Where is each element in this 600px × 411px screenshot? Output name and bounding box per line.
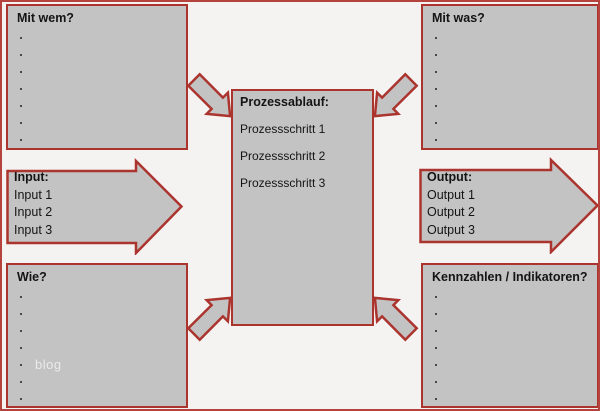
bullet-dot bbox=[435, 364, 437, 366]
bullet-list bbox=[17, 26, 177, 141]
box-kennzahlen: Kennzahlen / Indikatoren? bbox=[421, 263, 598, 408]
process-step: Prozessschritt 2 bbox=[240, 149, 326, 163]
bullet-list bbox=[17, 285, 177, 400]
bullet-dot bbox=[20, 381, 22, 383]
bullet-dot bbox=[435, 381, 437, 383]
blog-watermark: blog bbox=[35, 357, 62, 372]
input-arrow-shape bbox=[6, 158, 184, 255]
box-kennzahlen-title: Kennzahlen / Indikatoren? bbox=[432, 270, 588, 284]
bullet-dot bbox=[20, 37, 22, 39]
input-arrow-text: Input: Input 1 Input 2 Input 3 bbox=[14, 169, 52, 239]
bullet-dot bbox=[20, 71, 22, 73]
output-item: Output 3 bbox=[427, 222, 475, 237]
bullet-dot bbox=[435, 54, 437, 56]
bullet-dot bbox=[20, 105, 22, 107]
input-item: Input 3 bbox=[14, 222, 53, 237]
bullet-dot bbox=[435, 71, 437, 73]
bullet-dot bbox=[20, 122, 22, 124]
output-label: Output: bbox=[427, 170, 473, 184]
output-item: Output 1 bbox=[427, 187, 475, 202]
output-arrow-text: Output: Output 1 Output 2 Output 3 bbox=[427, 169, 475, 239]
bullet-dot bbox=[20, 54, 22, 56]
bullet-dot bbox=[435, 330, 437, 332]
connector-arrow-up-left-icon bbox=[373, 296, 419, 342]
bullet-dot bbox=[20, 139, 22, 141]
box-mit-was: Mit was? bbox=[421, 4, 598, 150]
bullet-dot bbox=[435, 296, 437, 298]
box-mit-was-title: Mit was? bbox=[432, 11, 485, 25]
input-item: Input 1 bbox=[14, 187, 53, 202]
bullet-dot bbox=[435, 37, 437, 39]
input-label: Input: bbox=[14, 170, 49, 184]
connector-arrow-down-left-icon bbox=[373, 72, 419, 118]
bullet-dot bbox=[435, 122, 437, 124]
box-wie-title: Wie? bbox=[17, 270, 47, 284]
bullet-list bbox=[432, 26, 588, 141]
bullet-dot bbox=[20, 398, 22, 400]
box-prozessablauf: Prozessablauf: Prozessschritt 1 Prozesss… bbox=[231, 89, 374, 326]
box-mit-wem-title: Mit wem? bbox=[17, 11, 74, 25]
bullet-dot bbox=[435, 105, 437, 107]
process-step: Prozessschritt 3 bbox=[240, 176, 326, 190]
bullet-list bbox=[432, 285, 588, 400]
bullet-dot bbox=[435, 398, 437, 400]
connector-arrow-down-right-icon bbox=[186, 72, 232, 118]
output-item: Output 2 bbox=[427, 205, 475, 219]
process-step: Prozessschritt 1 bbox=[240, 122, 326, 136]
bullet-dot bbox=[20, 347, 22, 349]
box-wie: Wie? bbox=[6, 263, 188, 408]
process-box-title: Prozessablauf: bbox=[240, 95, 329, 109]
output-arrow-shape bbox=[419, 157, 598, 254]
bullet-dot bbox=[435, 313, 437, 315]
bullet-dot bbox=[435, 88, 437, 90]
bullet-dot bbox=[435, 139, 437, 141]
bullet-dot bbox=[20, 88, 22, 90]
bullet-dot bbox=[20, 364, 22, 366]
connector-arrow-up-right-icon bbox=[186, 296, 232, 342]
bullet-dot bbox=[20, 313, 22, 315]
box-mit-wem: Mit wem? bbox=[6, 4, 188, 150]
bullet-dot bbox=[20, 296, 22, 298]
bullet-dot bbox=[435, 347, 437, 349]
input-item: Input 2 bbox=[14, 205, 53, 219]
bullet-dot bbox=[20, 330, 22, 332]
